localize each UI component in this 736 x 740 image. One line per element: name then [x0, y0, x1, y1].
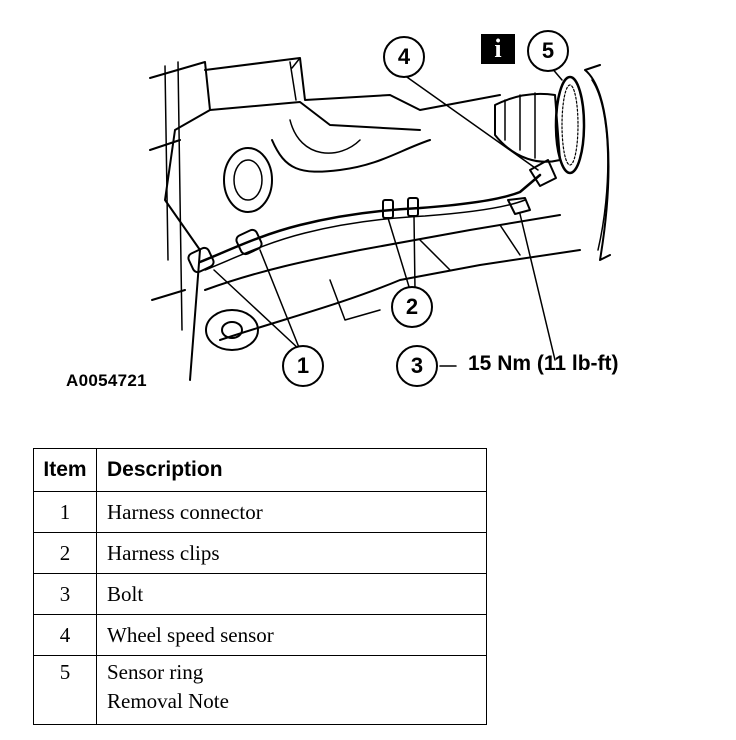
item-number: 5: [33, 655, 97, 725]
table-row: 1 Harness connector: [33, 491, 487, 533]
header-item: Item: [33, 448, 97, 492]
table-row: 4 Wheel speed sensor: [33, 614, 487, 656]
callout-1: 1: [282, 345, 324, 387]
table-row: 5 Sensor ring Removal Note: [33, 655, 487, 725]
info-badge: i: [481, 34, 515, 64]
suspension-illustration: [149, 57, 611, 381]
item-number: 2: [33, 532, 97, 574]
item-description: Harness connector: [96, 491, 487, 533]
callout-3: 3: [396, 345, 438, 387]
callout-5: 5: [527, 30, 569, 72]
table-row: 3 Bolt: [33, 573, 487, 615]
figure-id: A0054721: [66, 371, 147, 390]
item-description: Wheel speed sensor: [96, 614, 487, 656]
item-description: Bolt: [96, 573, 487, 615]
torque-spec: 15 Nm (11 lb-ft): [468, 352, 619, 375]
header-description: Description: [96, 448, 487, 492]
item-description: Sensor ring Removal Note: [96, 655, 487, 725]
item-number: 3: [33, 573, 97, 615]
legend-table: Item Description 1 Harness connector 2 H…: [33, 448, 487, 725]
item-number: 1: [33, 491, 97, 533]
item-description: Harness clips: [96, 532, 487, 574]
callout-2: 2: [391, 286, 433, 328]
legend-header-row: Item Description: [33, 448, 487, 492]
table-row: 2 Harness clips: [33, 532, 487, 574]
item-number: 4: [33, 614, 97, 656]
callout-4: 4: [383, 36, 425, 78]
